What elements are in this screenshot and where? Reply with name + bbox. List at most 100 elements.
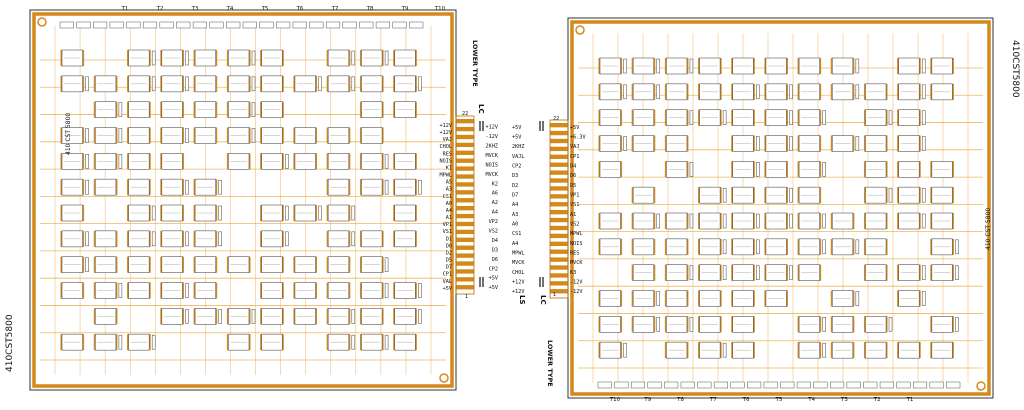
right-signal-label-b: RES xyxy=(570,250,579,256)
chip-pads xyxy=(830,83,833,100)
capacitor-icon xyxy=(418,179,422,195)
capacitor-icon xyxy=(689,110,694,125)
chip-pads xyxy=(719,238,722,255)
left-test-point-label: T1 xyxy=(121,6,129,12)
left-signal-label: VS1 xyxy=(443,229,452,235)
chip-pads xyxy=(93,334,96,351)
chip-pads xyxy=(631,264,634,281)
chip-pads xyxy=(393,101,396,118)
edge-connector-finger xyxy=(456,221,474,227)
chip-pads xyxy=(664,161,667,178)
chip-pads xyxy=(918,342,921,359)
chip-pads xyxy=(952,342,954,359)
chip-pads xyxy=(852,58,855,75)
capacitor-icon xyxy=(921,110,926,125)
chip-pads xyxy=(952,264,954,281)
right-signal-label: D2 xyxy=(512,183,518,189)
chip-pads xyxy=(686,58,689,75)
capacitor-icon xyxy=(185,283,189,298)
capacitor-icon xyxy=(151,205,156,221)
chip-pads xyxy=(719,187,722,204)
chip-pads xyxy=(885,161,888,178)
chip-pads xyxy=(731,109,734,126)
edge-connector-finger xyxy=(550,123,568,128)
left-test-point-label: T5 xyxy=(261,6,269,12)
chip-pads xyxy=(148,50,151,67)
chip-pads xyxy=(830,58,833,75)
chip-pads xyxy=(930,264,933,281)
edge-connector-finger xyxy=(550,170,568,175)
capacitor-icon xyxy=(285,231,289,247)
chip-pads xyxy=(686,135,689,152)
chip-pads xyxy=(182,127,184,144)
chip-pads xyxy=(248,75,251,92)
chip-pads xyxy=(664,213,667,230)
chip-pads xyxy=(115,230,118,247)
chip-pads xyxy=(952,187,954,204)
chip-pads xyxy=(248,334,251,351)
capacitor-icon xyxy=(921,136,926,151)
chip-pads xyxy=(598,342,601,359)
right-signal-label: CP2 xyxy=(512,163,521,169)
chip-pads xyxy=(885,83,888,100)
right-signal-label: CS1 xyxy=(512,231,521,237)
chip-pads xyxy=(764,161,767,178)
resistor-pack xyxy=(680,381,695,389)
chip-pads xyxy=(653,290,656,307)
chip-pads xyxy=(60,282,63,299)
edge-connector-finger xyxy=(550,178,568,183)
capacitor-icon xyxy=(384,334,389,350)
chip-pads xyxy=(786,238,788,255)
chip-pads xyxy=(631,290,634,307)
chip-pads xyxy=(182,256,184,273)
resistor-pack xyxy=(830,381,845,389)
edge-connector-finger xyxy=(550,138,568,144)
capacitor-icon xyxy=(151,231,156,247)
right-signal-label-b: A1 xyxy=(570,212,576,218)
edge-connector-finger xyxy=(456,285,474,290)
chip-pads xyxy=(393,50,396,67)
resistor-pack xyxy=(242,21,257,29)
edge-connector-finger xyxy=(550,217,568,223)
chip-pads xyxy=(952,213,954,230)
right-signal-label-b: CP1 xyxy=(570,154,579,160)
chip-pads xyxy=(897,342,899,359)
chip-pads xyxy=(248,101,251,118)
chip-pads xyxy=(215,205,218,222)
chip-pads xyxy=(797,187,800,204)
chip-pads xyxy=(664,238,667,255)
chip-pads xyxy=(664,58,667,75)
chip-pads xyxy=(686,213,689,230)
chip-pads xyxy=(653,83,656,100)
chip-pads xyxy=(115,75,118,92)
chip-pads xyxy=(326,308,329,325)
chip-pads xyxy=(182,282,184,299)
chip-pads xyxy=(315,282,318,299)
right-pin-bottom: 1 xyxy=(553,292,556,298)
left-pin-bottom: 1 xyxy=(465,294,468,300)
chip-pads xyxy=(753,135,755,152)
chip-pads xyxy=(786,109,788,126)
right-signal-label-b: K3 xyxy=(570,270,576,276)
edge-connector-finger xyxy=(456,198,474,203)
capacitor-icon xyxy=(855,291,860,306)
chip-pads xyxy=(315,256,318,273)
chip-pads xyxy=(686,83,689,100)
chip-pads xyxy=(359,282,362,299)
left-signal-label-b: MVCK xyxy=(486,153,499,159)
chip-pads xyxy=(863,187,866,204)
chip-pads xyxy=(381,153,384,170)
chip-pads xyxy=(863,264,866,281)
chip-pads xyxy=(885,316,888,333)
left-signal-label: CHOL xyxy=(440,144,453,150)
capacitor-icon xyxy=(689,213,694,229)
chip-pads xyxy=(393,205,396,222)
right-signal-label: A3 xyxy=(512,212,518,218)
chip-pads xyxy=(359,75,362,92)
chip-pads xyxy=(60,127,63,144)
chip-pads xyxy=(686,238,689,255)
chip-pads xyxy=(719,316,722,333)
capacitor-icon xyxy=(118,102,123,117)
right-silk-code: 410 CST 5800 xyxy=(985,208,992,250)
chip-pads xyxy=(653,264,656,281)
